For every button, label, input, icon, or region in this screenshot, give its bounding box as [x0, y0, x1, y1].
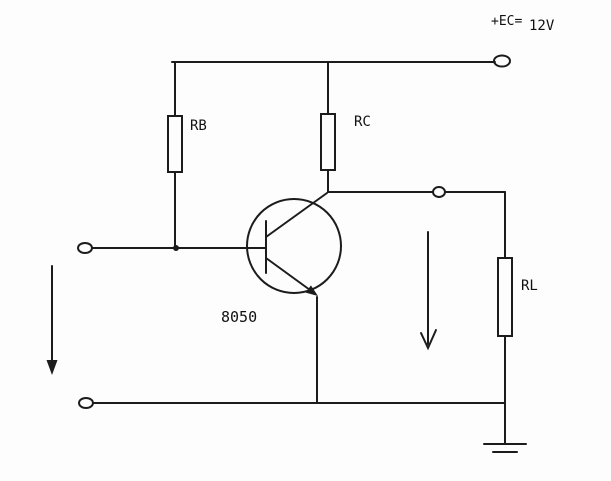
supply-terminal	[493, 54, 511, 68]
input-arrow-head-icon	[46, 360, 58, 375]
transistor-emitter-lead	[265, 257, 311, 291]
output-arrow-head-icon	[420, 329, 437, 351]
bottom-rail	[78, 296, 506, 409]
supply-value-label: 12V	[529, 18, 555, 34]
rl-resistor	[497, 257, 513, 337]
collector-resistor-branch: RC	[320, 61, 371, 193]
transistor-body	[246, 198, 342, 294]
output-side: RL	[327, 186, 538, 404]
rc-resistor	[320, 113, 336, 171]
transistor-label: 8050	[221, 308, 257, 326]
rc-label: RC	[354, 114, 371, 130]
rb-label: RB	[190, 118, 207, 134]
transistor-8050: 8050	[221, 192, 342, 326]
supply-label: +EC=	[491, 14, 522, 29]
output-terminal	[432, 186, 446, 198]
base-resistor-branch: RB	[167, 61, 207, 249]
ground-symbol	[483, 402, 527, 453]
transistor-collector-lead	[265, 192, 328, 238]
input-side	[77, 242, 267, 254]
input-terminal	[77, 242, 93, 254]
rl-label: RL	[521, 278, 538, 294]
base-junction-dot	[173, 245, 179, 251]
bottom-left-terminal	[78, 397, 94, 409]
rb-resistor	[167, 115, 183, 173]
output-direction-arrow	[420, 231, 437, 351]
emitter-arrow-icon	[305, 285, 318, 296]
input-direction-arrow	[46, 265, 58, 375]
supply-rail: +EC= 12V	[171, 14, 555, 68]
